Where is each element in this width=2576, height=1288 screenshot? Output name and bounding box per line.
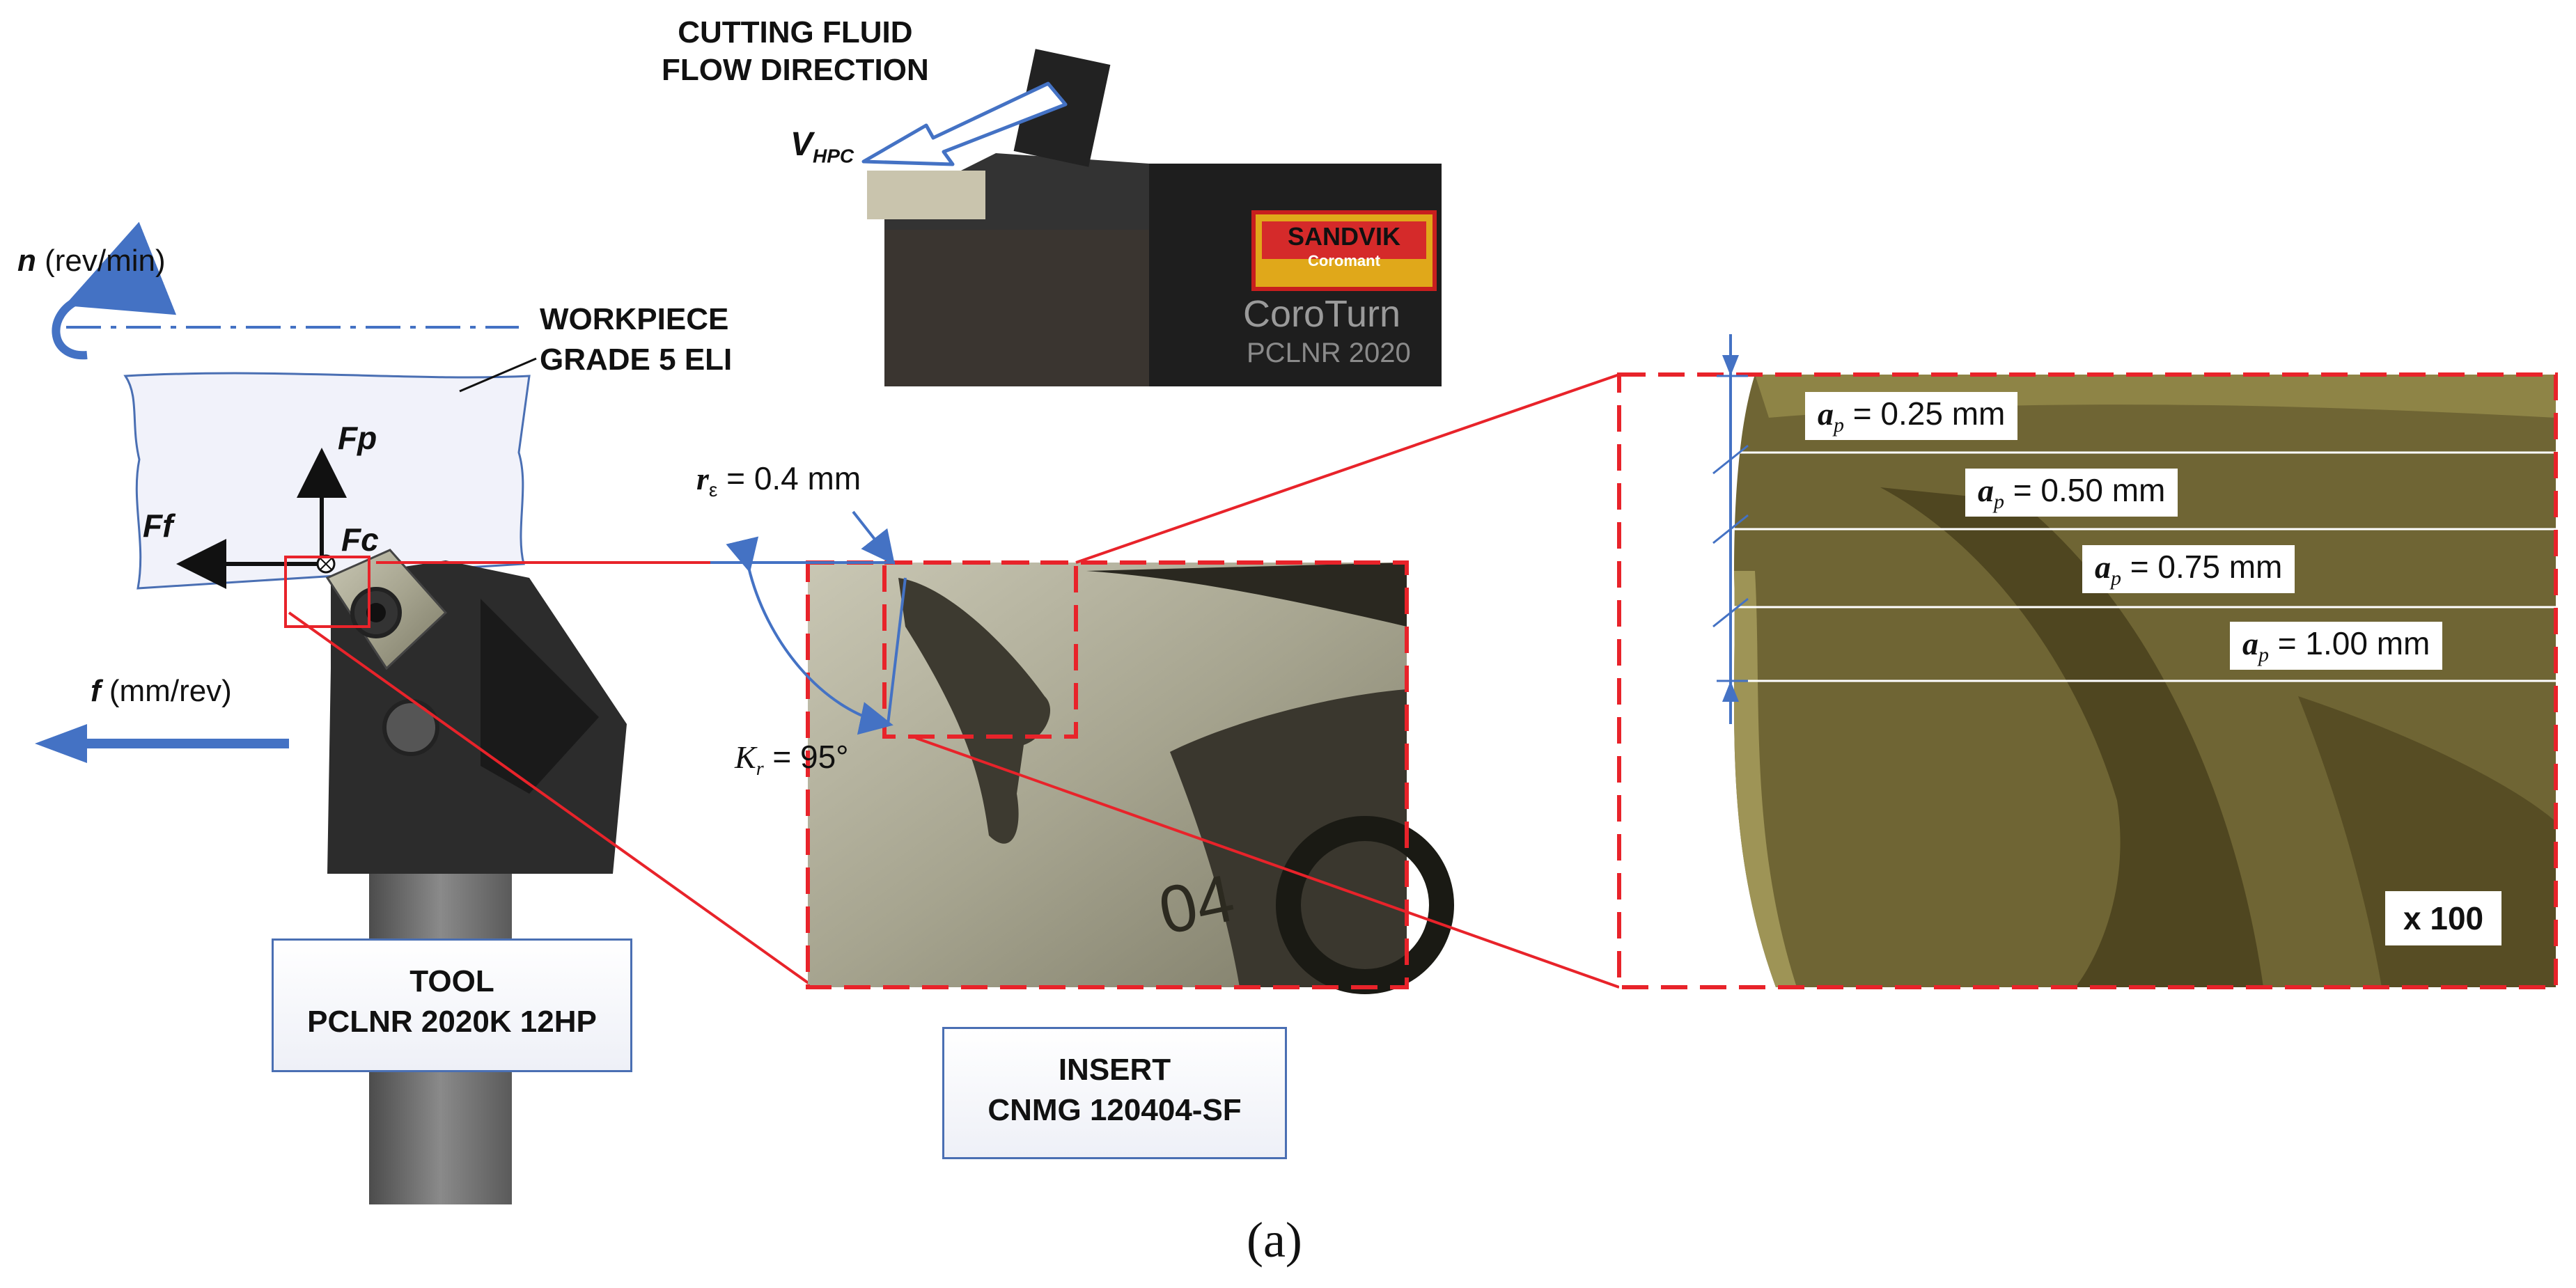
callout-line: [288, 611, 813, 987]
vhpc-label: VHPC: [790, 126, 854, 167]
rotation-arrow: [52, 221, 177, 360]
kr-label: Kr = 95°: [735, 739, 849, 780]
magnified-frame: [1617, 372, 2558, 989]
kr-edge-line: [887, 577, 907, 725]
ff-label: Ff: [143, 508, 173, 544]
magnification-label: x 100: [2385, 891, 2502, 945]
feed-label: f (mm/rev): [91, 674, 232, 708]
figure-caption: (a): [1247, 1212, 1302, 1268]
workpiece-label: WORKPIECE GRADE 5 ELI: [540, 302, 733, 377]
fluid-direction-label: CUTTING FLUID FLOW DIRECTION: [662, 14, 929, 89]
insert-box-line1: INSERT: [1058, 1053, 1171, 1087]
nose-radius-label: rε = 0.4 mm: [696, 460, 861, 501]
spindle-speed-label: n (rev/min): [17, 244, 166, 278]
radius-leader: [852, 510, 895, 565]
turning-tool-photo: [325, 549, 627, 1204]
kr-arc: [726, 536, 893, 735]
fluid-label-line1: CUTTING FLUID: [678, 15, 913, 49]
depth-label-1: ap = 0.25 mm: [1805, 392, 2018, 441]
depth-label-4: ap = 1.00 mm: [2230, 622, 2443, 670]
insert-closeup-frame: [806, 560, 1409, 989]
insert-marking: 04: [1152, 861, 1241, 949]
tool-tip-callout: [284, 556, 370, 628]
fc-label: Fc: [341, 521, 379, 558]
depth-label-3: ap = 0.75 mm: [2082, 545, 2295, 594]
tool-holder-photo: [867, 49, 1442, 386]
insert-info-box: INSERT CNMG 120404-SF: [942, 1027, 1287, 1159]
depth-label-2: ap = 0.50 mm: [1965, 469, 2178, 517]
fluid-flow-arrow: [861, 81, 1068, 166]
tool-box-line2: PCLNR 2020K 12HP: [307, 1005, 597, 1039]
callout-line: [1075, 373, 1620, 564]
tool-info-box: TOOL PCLNR 2020K 12HP: [272, 938, 632, 1072]
insert-box-line2: CNMG 120404-SF: [988, 1093, 1242, 1127]
holder-product-text: CoroTurn: [1243, 293, 1401, 335]
fp-label: Fp: [338, 420, 377, 456]
holder-code-text: PCLNR 2020: [1247, 338, 1411, 368]
fluid-label-line2: FLOW DIRECTION: [662, 53, 929, 87]
holder-brand-logo: SANDVIK Coromant: [1287, 222, 1401, 269]
workpiece-leader: [459, 357, 537, 393]
tool-box-line1: TOOL: [409, 964, 494, 998]
callout-line: [915, 737, 1620, 989]
